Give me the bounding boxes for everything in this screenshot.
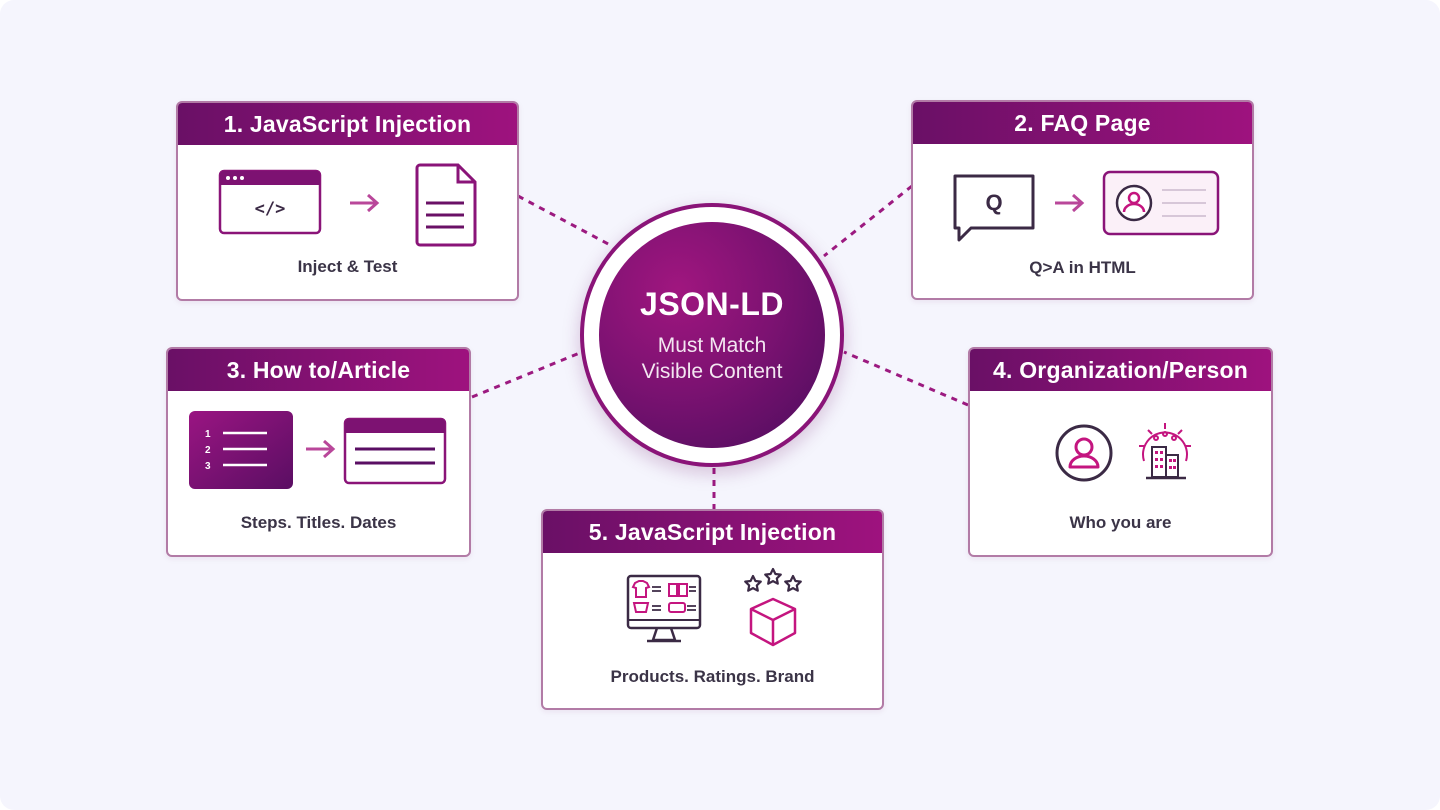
profile-card-icon	[1102, 170, 1220, 236]
numbered-list-icon: 1 2 3	[189, 411, 293, 489]
rated-box-icon	[744, 567, 802, 647]
card-icons: 1 2 3 Steps. Titles. Dates	[168, 391, 469, 555]
browser-code-icon: </>	[218, 169, 322, 235]
card-title: 3. How to/Article	[168, 349, 469, 391]
question-glyph: Q	[985, 190, 1002, 215]
step-number: 2	[205, 445, 211, 456]
card-organization-person: 4. Organization/Person	[968, 347, 1273, 557]
card-how-to-article: 3. How to/Article 1 2 3	[166, 347, 471, 557]
card-title: 2. FAQ Page	[913, 102, 1252, 144]
card-title: 1. JavaScript Injection	[178, 103, 517, 145]
step-number: 1	[205, 429, 211, 440]
document-icon	[415, 163, 477, 247]
card-icons: </> Inject & Test	[178, 145, 517, 299]
card-icons: Q Q>A in HTML	[913, 144, 1252, 298]
card-javascript-injection-products: 5. JavaScript Injection	[541, 509, 884, 710]
card-icons: Products. Ratings. Brand	[543, 553, 882, 708]
json-ld-hub-inner: JSON-LD Must Match Visible Content	[599, 222, 825, 448]
arrow-right-icon	[1055, 193, 1085, 213]
question-bubble-icon: Q	[953, 174, 1035, 242]
hub-subtitle-line-1: Must Match	[657, 333, 767, 357]
card-caption: Who you are	[1069, 513, 1172, 532]
article-icon	[343, 417, 447, 485]
card-icons: Who you are	[970, 391, 1271, 555]
card-caption: Inject & Test	[297, 257, 398, 276]
organization-building-icon	[1139, 423, 1191, 480]
card-javascript-injection: 1. JavaScript Injection </> Inject & Tes…	[176, 101, 519, 301]
hub-title: JSON-LD	[640, 285, 784, 322]
person-icon	[1055, 424, 1113, 482]
arrow-right-icon	[306, 439, 336, 459]
step-number: 3	[205, 461, 211, 472]
connector-card-3	[471, 350, 583, 399]
arrow-right-icon	[350, 193, 380, 213]
json-ld-hub: JSON-LD Must Match Visible Content	[580, 203, 844, 467]
code-glyph: </>	[255, 199, 286, 219]
card-caption: Q>A in HTML	[1029, 258, 1136, 277]
connector-card-2	[823, 184, 913, 258]
connector-card-1	[517, 194, 613, 248]
card-title: 4. Organization/Person	[970, 349, 1271, 391]
connector-card-4	[843, 350, 969, 407]
card-faq-page: 2. FAQ Page Q Q>A in HTML	[911, 100, 1254, 300]
product-monitor-icon	[626, 574, 702, 643]
card-caption: Steps. Titles. Dates	[240, 513, 397, 532]
card-title: 5. JavaScript Injection	[543, 511, 882, 553]
card-caption: Products. Ratings. Brand	[610, 667, 815, 686]
hub-subtitle-line-2: Visible Content	[641, 359, 783, 383]
